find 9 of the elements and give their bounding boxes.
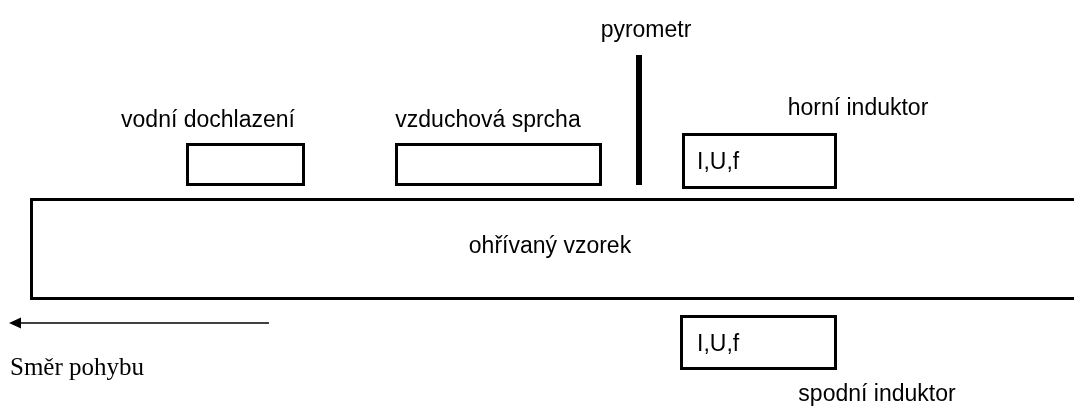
parameter-text: I,U,f [697, 147, 740, 176]
direction-label: Směr pohybu [10, 352, 145, 382]
component-label: spodní induktor [798, 379, 956, 408]
parameter-text: I,U,f [697, 329, 740, 358]
sample-label: ohřívaný vzorek [468, 231, 632, 260]
component-label: vzduchová sprcha [395, 105, 581, 134]
component-label: pyrometr [600, 15, 692, 44]
component-label: vodní dochlazení [121, 105, 295, 134]
component-label: horní induktor [787, 93, 929, 122]
